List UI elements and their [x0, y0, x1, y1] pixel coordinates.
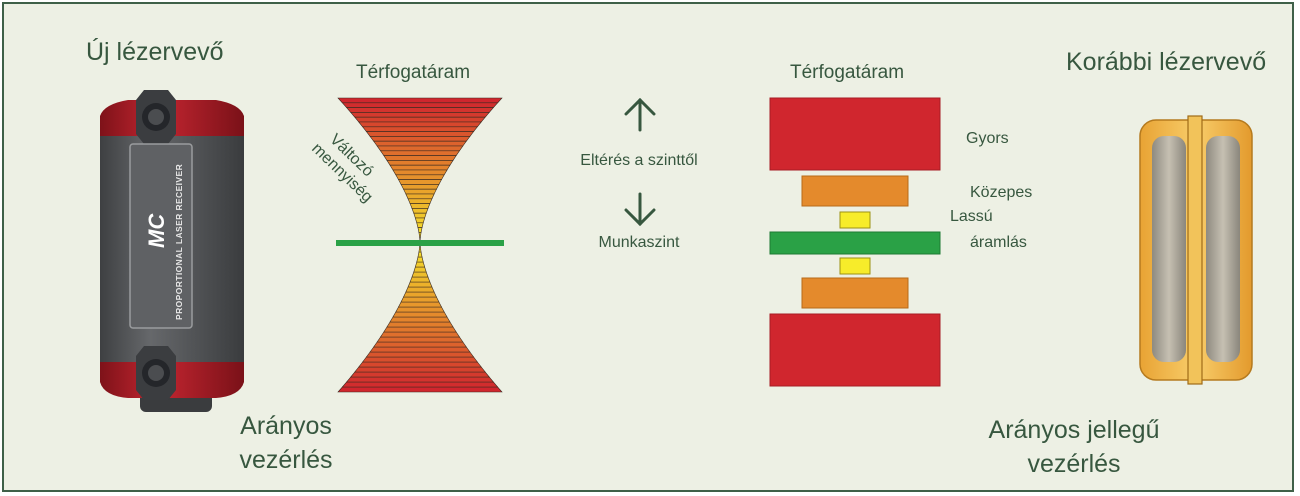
funnel-stripe — [414, 261, 426, 268]
proportional-like-control-caption-line1: Arányos jellegű — [988, 416, 1160, 444]
diagram-graphics — [100, 90, 1253, 412]
funnel-stripe — [411, 208, 429, 214]
funnel-stripe — [369, 346, 471, 353]
funnel-stripe — [392, 169, 448, 176]
funnel-stripe — [354, 366, 486, 373]
funnel-stripe — [417, 227, 423, 233]
funnel-stripe — [397, 301, 443, 308]
funnel-stripe — [386, 160, 454, 166]
funnel-stripe — [358, 361, 482, 368]
funnel-stripe — [341, 102, 499, 108]
funnel-stripe — [386, 321, 454, 328]
funnel-stripe — [397, 179, 443, 185]
funnel-stripe — [413, 266, 427, 273]
funnel-stripe — [407, 198, 433, 204]
funnel-stripe — [407, 281, 433, 288]
up-arrow-icon — [624, 97, 656, 132]
funnel-stripe — [376, 336, 464, 343]
funnel-stripe — [400, 184, 440, 190]
funnel-stripe — [405, 286, 435, 293]
new-receiver-title: Új lézervevő — [86, 38, 224, 66]
funnel-stripe — [337, 386, 503, 393]
flow-rate-bars — [769, 97, 941, 387]
funnel-stripe — [395, 174, 445, 180]
medium-label: Közepes — [970, 184, 1033, 201]
slow-flow-label-line2: áramlás — [970, 234, 1027, 251]
funnel-stripe — [414, 217, 426, 224]
funnel-stripe — [403, 291, 437, 298]
funnel-stripe — [383, 155, 457, 161]
funnel-stripe — [416, 256, 424, 263]
proportional-like-control-caption-line2: vezérlés — [1027, 450, 1121, 478]
new-laser-receiver-device — [100, 90, 244, 412]
left-work-level-line — [336, 240, 504, 246]
device-brand-text: MC — [144, 213, 169, 248]
funnel-stripe — [418, 246, 422, 253]
funnel-stripe — [389, 316, 451, 323]
funnel-stripe — [409, 203, 431, 209]
funnel-stripe — [416, 222, 424, 228]
medium-bar-bottom — [801, 277, 909, 309]
old-laser-receiver-device — [1139, 115, 1253, 385]
funnel-stripe — [354, 116, 486, 123]
funnel-stripe — [350, 112, 490, 118]
volume-flow-funnel-bottom — [337, 241, 503, 393]
funnel-stripe — [358, 121, 482, 128]
proportional-control-caption-line2: vezérlés — [239, 446, 333, 474]
funnel-stripe — [418, 232, 422, 238]
top-knob-icon — [136, 90, 176, 144]
funnel-stripe — [365, 351, 475, 358]
funnel-stripe — [419, 236, 421, 243]
funnel-stripe — [383, 326, 457, 333]
proportional-control-caption-line1: Arányos — [240, 412, 332, 440]
funnel-stripe — [417, 251, 423, 258]
slow-bar-top — [839, 211, 871, 229]
funnel-stripe — [337, 97, 503, 104]
fast-bar-bottom — [769, 313, 941, 387]
funnel-stripe — [376, 145, 464, 152]
deviation-from-level-label: Eltérés a szinttől — [580, 152, 698, 169]
funnel-stripe — [403, 188, 437, 195]
fast-label: Gyors — [966, 130, 1009, 147]
funnel-stripe — [379, 331, 461, 338]
funnel-stripe — [362, 356, 478, 363]
funnel-stripe — [365, 131, 475, 137]
funnel-stripe — [350, 371, 490, 378]
funnel-stripe — [411, 271, 429, 278]
funnel-stripe — [413, 212, 427, 219]
old-receiver-title: Korábbi lézervevő — [1066, 48, 1267, 76]
volume-flow-funnel-top — [337, 97, 503, 243]
fast-bar-top — [769, 97, 941, 171]
funnel-stripe — [369, 136, 471, 142]
funnel-stripe — [392, 311, 448, 318]
slow-flow-label-line1: Lassú — [950, 208, 993, 225]
funnel-stripe — [389, 164, 451, 171]
funnel-stripe — [400, 296, 440, 303]
funnel-stripe — [395, 306, 445, 313]
funnel-stripe — [409, 276, 431, 283]
right-work-level-bar — [769, 231, 941, 255]
funnel-stripe — [405, 193, 435, 200]
funnel-stripe — [373, 140, 467, 147]
funnel-stripe — [345, 107, 495, 113]
slow-bar-bottom — [839, 257, 871, 275]
bottom-knob-icon — [136, 346, 176, 400]
down-arrow-icon — [624, 192, 656, 227]
funnel-stripe — [362, 126, 478, 132]
funnel-stripe — [373, 341, 467, 348]
left-volume-flow-label: Térfogatáram — [356, 62, 471, 83]
work-level-label: Munkaszint — [598, 234, 680, 251]
funnel-stripe — [345, 376, 495, 383]
medium-bar-top — [801, 175, 909, 207]
funnel-stripe — [341, 381, 499, 388]
device-model-text: PROPORTIONAL LASER RECEIVER — [174, 163, 184, 320]
funnel-stripe — [379, 150, 461, 156]
right-volume-flow-label: Térfogatáram — [790, 62, 905, 83]
